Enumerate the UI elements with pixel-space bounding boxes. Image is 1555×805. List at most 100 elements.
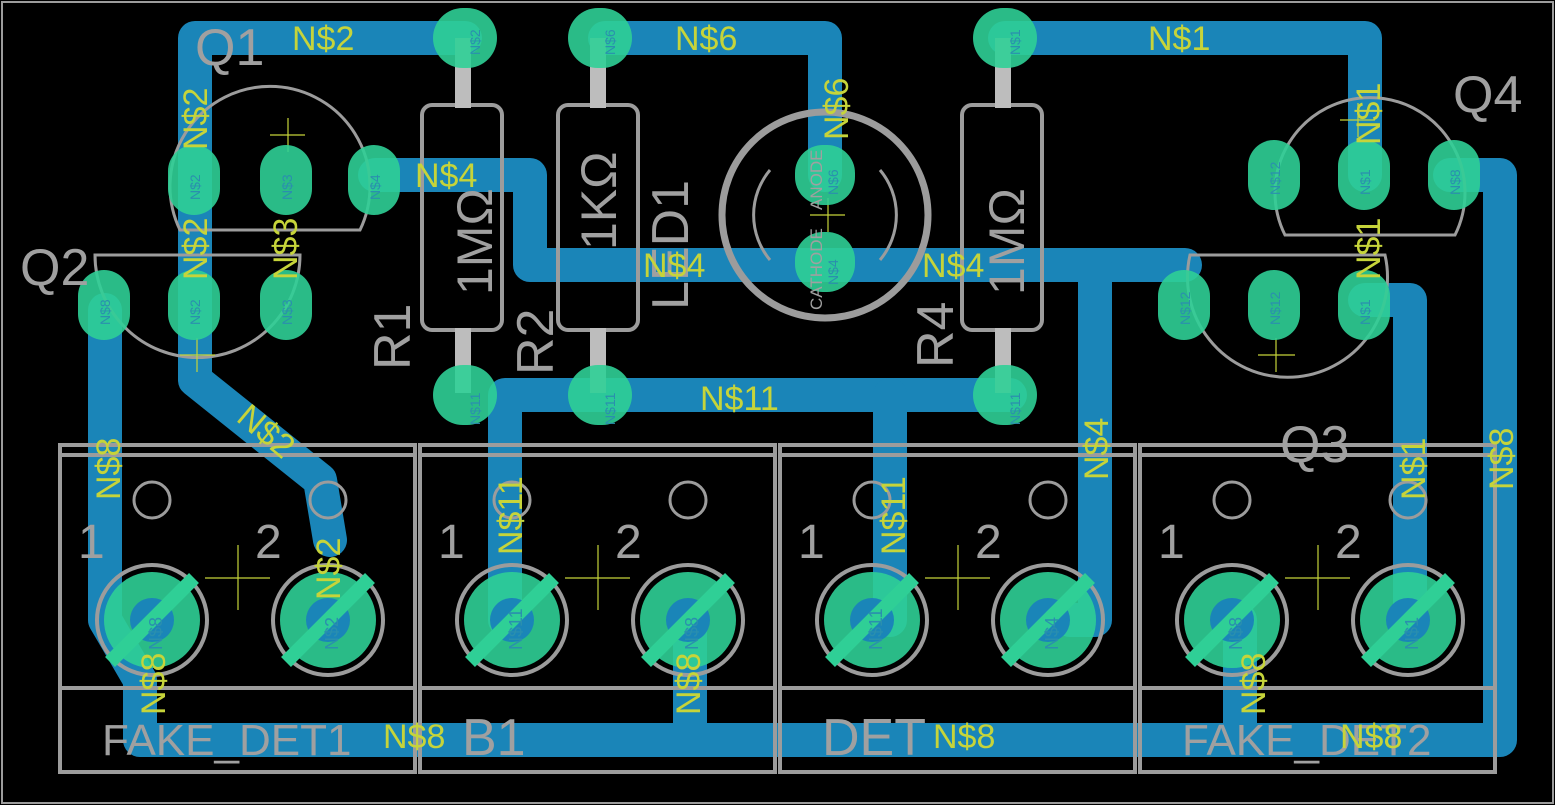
net-label: N$8: [933, 718, 995, 756]
net-label: N$3: [267, 218, 305, 280]
led1-cathode-label: CATHODE: [807, 228, 826, 310]
svg-text:N$11: N$11: [506, 608, 526, 650]
r2-label: R2: [507, 309, 565, 375]
net-label: N$11: [700, 380, 779, 418]
r1-label: R1: [364, 304, 422, 370]
svg-text:N$2: N$2: [187, 299, 203, 325]
j2-pin2: 2: [615, 516, 642, 569]
r1-value: 1MΩ: [447, 188, 503, 295]
q1-pad-2: [260, 145, 312, 215]
net-labels: N$2 N$6 N$1 N$4 N$4 N$4 N$11 N$8 N$8 N$8…: [90, 20, 1521, 756]
j1-pin2: 2: [255, 516, 282, 569]
q1-label: Q1: [195, 19, 264, 77]
svg-text:N$2: N$2: [322, 617, 342, 650]
svg-text:N$11: N$11: [866, 608, 886, 650]
svg-text:N$1: N$1: [1357, 169, 1373, 195]
svg-text:N$8: N$8: [1447, 169, 1463, 195]
q3-pad-3: [1158, 270, 1210, 340]
net-label: N$2: [310, 538, 348, 600]
svg-text:N$4: N$4: [367, 174, 383, 200]
net-label: N$1: [1350, 83, 1388, 145]
net-label: N$4: [643, 247, 705, 285]
led1-label: LED1: [642, 180, 700, 310]
svg-text:N$12: N$12: [1177, 291, 1193, 325]
svg-text:N$11: N$11: [1007, 392, 1023, 425]
led1-pad-anode: [795, 145, 855, 205]
net-label: N$11: [875, 476, 913, 555]
net-label: N$2: [177, 88, 215, 150]
net-label: N$8: [670, 653, 708, 715]
svg-text:N$11: N$11: [467, 392, 483, 425]
net-label: N$8: [135, 653, 173, 715]
svg-text:N$8: N$8: [146, 617, 166, 650]
svg-text:N$11: N$11: [602, 392, 618, 425]
r4-pad-2: [973, 8, 1037, 68]
q4-pad-3: [1428, 140, 1480, 210]
j2-outline: [418, 443, 777, 774]
r1-pad-1: [433, 365, 497, 425]
j4-pin2: 2: [1335, 516, 1362, 569]
r4-pad-1: [973, 365, 1037, 425]
led1-outline: [718, 108, 932, 322]
svg-text:N$6: N$6: [825, 169, 841, 195]
trace-n1-top: [988, 21, 1382, 192]
j4-outline: [1138, 443, 1497, 774]
trace-n6: [588, 21, 842, 192]
trace-n11-main: [488, 378, 1027, 637]
origin-markers: [180, 103, 1375, 610]
j2-pin1: 1: [438, 516, 465, 569]
j1-outline: [58, 443, 417, 774]
svg-text:N$2: N$2: [187, 174, 203, 200]
svg-text:N$1: N$1: [1357, 299, 1373, 325]
net-label: N$8: [90, 438, 128, 500]
q2-pad-2: [168, 270, 220, 340]
net-label: N$6: [818, 78, 856, 140]
net-label: N$8: [1340, 718, 1402, 756]
pad-labels: N$2 N$11 N$6 N$11 N$1 N$11 N$6 N$4 N$2 N…: [97, 29, 1463, 650]
svg-text:N$1: N$1: [1402, 617, 1422, 650]
net-label: N$4: [922, 247, 984, 285]
svg-text:N$8: N$8: [682, 617, 702, 650]
net-label: N$1: [1350, 218, 1388, 280]
q3-pad-1: [1338, 270, 1390, 340]
trace-n2: [178, 21, 482, 557]
j4-pin1: 1: [1158, 516, 1185, 569]
r1-pad-2: [433, 8, 497, 68]
led1-pad-cathode: [795, 232, 855, 292]
r4-value: 1MΩ: [979, 188, 1035, 295]
led1-inner-arc-left: [752, 169, 772, 261]
svg-text:N$8: N$8: [1226, 617, 1246, 650]
q4-pad-2: [1338, 140, 1390, 210]
svg-text:N$8: N$8: [97, 299, 113, 325]
r4-label: R4: [907, 302, 965, 368]
j3-outline: [778, 443, 1137, 774]
net-label: N$1: [1395, 438, 1433, 500]
q1-pad-1: [168, 145, 220, 215]
net-label: N$4: [415, 157, 477, 195]
q4-pad-1: [1248, 140, 1300, 210]
svg-text:N$4: N$4: [825, 259, 841, 285]
svg-text:N$2: N$2: [467, 29, 483, 55]
trace-n4-main: [358, 158, 1202, 282]
net-label: N$4: [1078, 418, 1116, 480]
j3-pin2: 2: [975, 516, 1002, 569]
j1-pin1: 1: [78, 516, 105, 569]
net-label: N$8: [1235, 653, 1273, 715]
reference-labels: Q1 Q2 Q3 Q4 R1 R2 R4 LED1 1MΩ 1KΩ 1MΩ CA…: [20, 19, 1522, 767]
pads: [78, 8, 1480, 668]
q3-label: Q3: [1280, 416, 1349, 474]
net-label: N$2: [177, 218, 215, 280]
q4-label: Q4: [1453, 66, 1522, 124]
led1-inner-arc-right: [878, 169, 898, 261]
svg-text:N$12: N$12: [1267, 291, 1283, 325]
net-label: N$2: [292, 20, 354, 58]
j1-label: FAKE_DET1: [102, 716, 351, 765]
net-label: N$1: [1148, 20, 1210, 58]
q2-pad-1: [260, 270, 312, 340]
svg-text:N$4: N$4: [1042, 617, 1062, 650]
j4-label: FAKE_DET2: [1182, 716, 1431, 765]
q2-pad-3: [78, 270, 130, 340]
led1-anode-label: ANODE: [807, 150, 826, 210]
